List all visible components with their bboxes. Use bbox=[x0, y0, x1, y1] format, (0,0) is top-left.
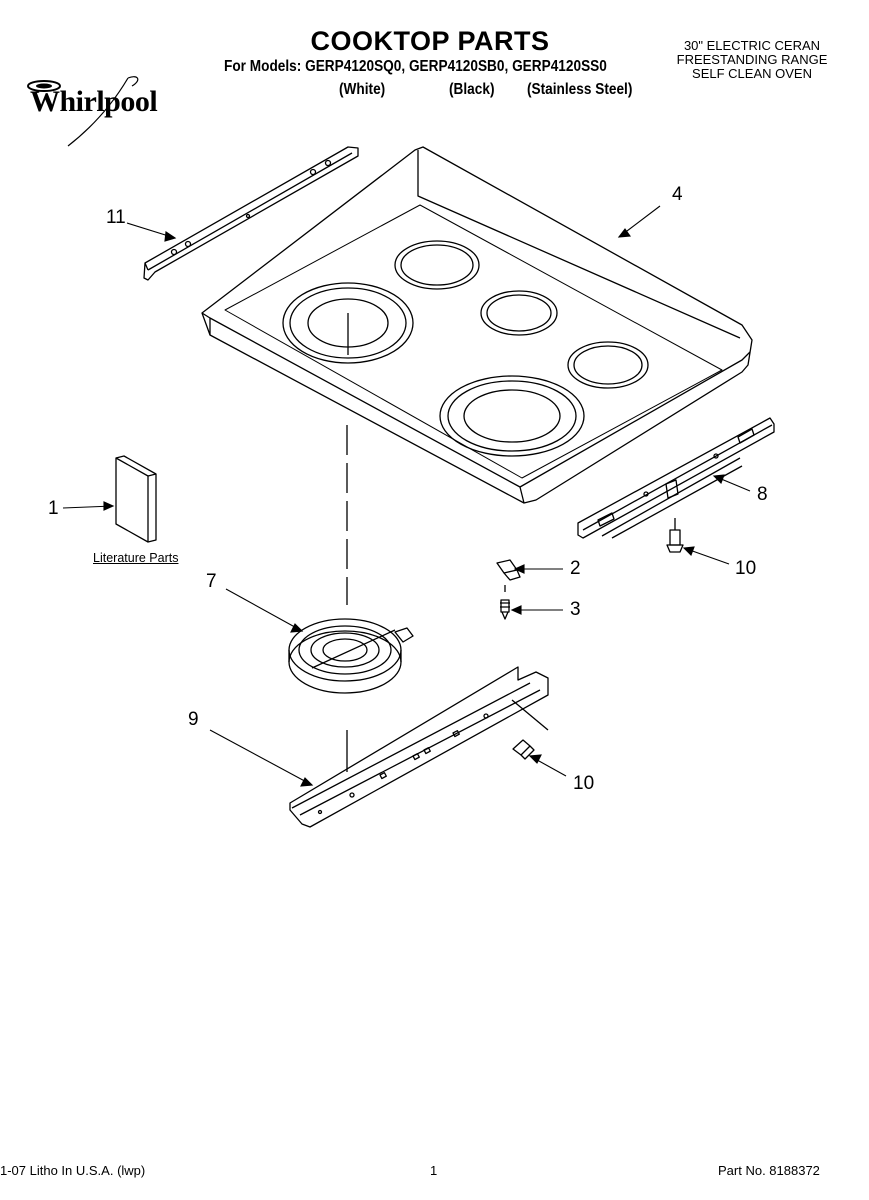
literature-parts-label: Literature Parts bbox=[93, 551, 179, 565]
callout-2: 2 bbox=[570, 558, 581, 579]
screw-part-3 bbox=[500, 599, 510, 620]
product-line-1: 30" ELECTRIC CERAN bbox=[683, 38, 821, 53]
product-description: 30" ELECTRIC CERAN FREESTANDING RANGE SE… bbox=[664, 39, 840, 81]
bracket-part-11 bbox=[143, 146, 359, 281]
callout-1: 1 bbox=[48, 498, 59, 519]
variant-black: (Black) bbox=[449, 81, 495, 98]
bracket-part-9 bbox=[289, 666, 549, 828]
callout-3: 3 bbox=[570, 599, 581, 620]
variant-stainless: (Stainless Steel) bbox=[527, 81, 633, 98]
element-part-7 bbox=[288, 618, 414, 694]
cooktop-part-4 bbox=[201, 146, 753, 504]
brand-logo: Whirlpool bbox=[30, 85, 158, 118]
literature-part-1 bbox=[115, 455, 157, 543]
brand-swirl-icon bbox=[27, 76, 139, 147]
screw-part-10-upper bbox=[666, 518, 684, 553]
callout-8: 8 bbox=[757, 484, 768, 505]
screw-part-10-lower bbox=[512, 739, 535, 760]
product-line-3: SELF CLEAN OVEN bbox=[692, 66, 812, 81]
callout-11: 11 bbox=[106, 207, 126, 228]
callout-10-lower: 10 bbox=[573, 773, 595, 794]
product-line-2: FREESTANDING RANGE bbox=[676, 52, 828, 67]
variant-white: (White) bbox=[339, 81, 386, 98]
callout-10-upper: 10 bbox=[735, 558, 757, 579]
footer-page-number: 1 bbox=[430, 1163, 438, 1178]
footer-part-number: Part No. 8188372 bbox=[718, 1163, 820, 1178]
bracket-part-8 bbox=[577, 417, 775, 539]
callout-7: 7 bbox=[206, 571, 217, 592]
callout-4: 4 bbox=[672, 184, 683, 205]
page-title: COOKTOP PARTS bbox=[310, 26, 550, 56]
footer-litho: 1-07 Litho In U.S.A. (lwp) bbox=[0, 1163, 146, 1178]
callout-9: 9 bbox=[188, 709, 199, 730]
models-line: For Models: GERP4120SQ0, GERP4120SB0, GE… bbox=[224, 58, 607, 75]
